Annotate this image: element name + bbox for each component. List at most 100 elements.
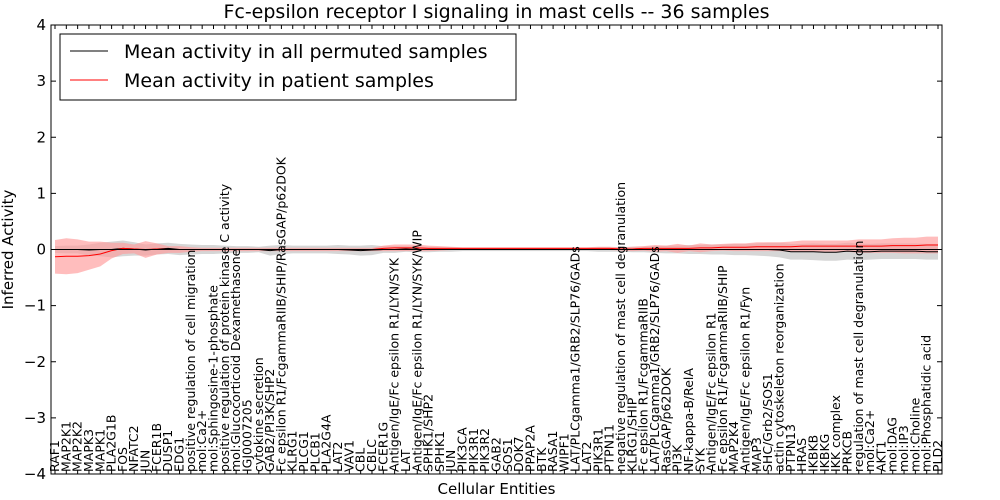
x-category-label: HRAS	[794, 438, 809, 472]
x-category-label: MAPK3	[81, 429, 96, 472]
x-category-label: LAT2	[330, 442, 345, 472]
x-category-label: WIPF1	[556, 433, 571, 472]
x-category-label: MAP2K2	[70, 421, 85, 472]
x-category-label: PLA2G1B	[104, 414, 119, 472]
y-axis-ticks: −4 −3 −2 −1 0 1 2 3 4	[24, 16, 942, 483]
x-category-label: CBL	[353, 448, 368, 472]
legend-label-permuted: Mean activity in all permuted samples	[124, 41, 487, 63]
y-tick-label: −2	[24, 353, 46, 371]
x-category-label: SPHK1	[432, 431, 447, 472]
x-category-label: positive regulation of cell migration	[183, 250, 198, 472]
y-axis-label: Inferred Activity	[0, 189, 17, 309]
x-category-label: BTK	[534, 447, 549, 472]
x-category-label: KLRG1	[285, 431, 300, 473]
x-category-label: Antigen/IgE/Fc epsilon R1/LYN/SYK/WIP	[409, 230, 424, 472]
x-category-label: SOS1	[500, 438, 515, 472]
x-category-label: MAP3	[749, 437, 764, 472]
x-category-label: PPAP2A	[522, 425, 537, 472]
x-category-label: PLA2G4A	[319, 414, 334, 472]
y-tick-label: 0	[36, 241, 46, 259]
x-axis-label: Cellular Entities	[438, 480, 556, 498]
y-tick-label: −3	[24, 409, 46, 427]
x-category-label: PIK3R1	[466, 428, 481, 472]
x-category-label: PIK3R2	[477, 428, 492, 472]
x-category-label: JUN	[443, 450, 458, 473]
x-category-label: mol:DAG	[885, 417, 900, 472]
x-category-label: GAB2	[489, 437, 504, 472]
x-category-label: cytokine secretion	[251, 357, 266, 472]
x-category-label: PIK3R1	[590, 428, 605, 472]
x-category-label: CBLC	[364, 439, 379, 472]
x-category-label: IGJ0007205	[239, 399, 254, 472]
x-category-label: MAPK1	[92, 429, 107, 472]
x-category-label: LAT2	[579, 442, 594, 472]
x-category-label: mol:Glucocorticoid Dexamethasone	[228, 248, 243, 472]
x-category-label: IKBKB	[805, 435, 820, 472]
x-category-label: LAT	[398, 449, 413, 472]
x-category-label: LAT/PLCgamma1/GRB2/SLP76/GADs	[568, 246, 583, 472]
x-category-label: PTPN13	[783, 424, 798, 472]
x-category-label: mol:Ca2+	[862, 410, 877, 472]
x-category-label: SPHK1/SHP2	[421, 394, 436, 472]
x-category-label: AKT1	[873, 441, 888, 472]
x-category-label: GAB2/PI3K/SHP2	[262, 369, 277, 472]
x-category-label: PLD2	[930, 440, 945, 472]
y-tick-label: 3	[36, 72, 46, 90]
x-category-label: Antigen/IgE/Fc epsilon R1/LYN/SYK	[387, 257, 402, 472]
x-category-label: IKK complex	[828, 395, 843, 472]
x-category-label: Fc epsilon R1/FcgammaRIIB/SHIP/RasGAP/p6…	[273, 156, 288, 472]
band-patient	[55, 236, 938, 275]
x-category-label: mol:Choline	[907, 397, 922, 472]
x-category-label: SYK	[692, 447, 707, 472]
x-category-label: KLRG1/SHIP	[624, 397, 639, 472]
x-category-label: mol:Sphingosine-1-phosphate	[205, 285, 220, 472]
x-category-label: PI3K	[670, 444, 685, 472]
x-category-label: IKBKG	[817, 434, 832, 472]
confidence-bands	[55, 236, 938, 275]
x-category-label: SHC/Grb2/SOS1	[760, 373, 775, 472]
x-category-label: Fc epsilon R1/FcgammaRIIB/SHIP	[715, 265, 730, 472]
legend-box	[59, 33, 517, 101]
legend: Mean activity in all permuted samples Me…	[59, 33, 517, 101]
x-category-label: DOK7	[511, 436, 526, 472]
x-category-label: LAT/PLCgamma1/GRB2/SLP76/GADs	[647, 246, 662, 472]
x-axis-ticks	[54, 25, 939, 474]
x-category-label: Antigen/IgE/Fc epsilon R1/Fyn	[738, 287, 753, 472]
x-category-label: mol:IP3	[896, 425, 911, 472]
y-tick-label: 4	[36, 16, 46, 34]
x-category-label: Fc epsilon R1/FcgammaRIIB	[636, 298, 651, 472]
x-category-label: PLCB1	[307, 432, 322, 472]
x-category-label: Antigen/IgE/Fc epsilon R1	[704, 312, 719, 472]
x-category-label: regulation of mast cell degranulation	[851, 241, 866, 472]
x-category-label: MAP2K1	[58, 421, 73, 472]
x-category-label: RASA1	[545, 431, 560, 472]
x-category-label: positive regulation of protein kinase C …	[217, 183, 232, 472]
x-category-label: EDG1	[172, 437, 187, 472]
x-category-label: PIK3CA	[455, 427, 470, 472]
x-category-label: FOS	[115, 447, 130, 472]
chart-title: Fc-epsilon receptor I signaling in mast …	[223, 1, 769, 23]
legend-label-patient: Mean activity in patient samples	[124, 70, 434, 92]
x-category-label: RAF1	[47, 440, 62, 472]
x-category-label: FCER1G	[375, 422, 390, 472]
x-axis-category-labels: RAF1MAP2K1MAP2K2MAPK3MAPK1PLA2G1BFOSNFAT…	[47, 156, 945, 473]
y-tick-label: −4	[24, 465, 46, 483]
x-category-label: mol:Phosphatidic acid	[919, 335, 934, 472]
x-category-label: NF-kappa-B/RelA	[681, 368, 696, 472]
x-category-label: RasGAP/p62DOK	[658, 367, 673, 472]
x-category-label: negative regulation of mast cell degranu…	[613, 182, 628, 472]
x-category-label: FCER1B	[149, 423, 164, 472]
x-category-label: mol:Ca2+	[194, 410, 209, 472]
y-tick-label: 1	[36, 184, 46, 202]
x-category-label: PTPN11	[602, 424, 617, 472]
y-tick-label: 2	[36, 128, 46, 146]
x-category-label: MAP2K4	[726, 421, 741, 472]
x-category-label: VAV1	[341, 440, 356, 472]
y-tick-label: −1	[24, 297, 46, 315]
x-category-label: JUN	[138, 450, 153, 473]
x-category-label: actin cytoskeleton reorganization	[772, 263, 787, 472]
x-category-label: NFATC2	[126, 425, 141, 472]
x-category-label: DUSP1	[160, 430, 175, 472]
x-category-label: PRKCB	[839, 431, 854, 472]
